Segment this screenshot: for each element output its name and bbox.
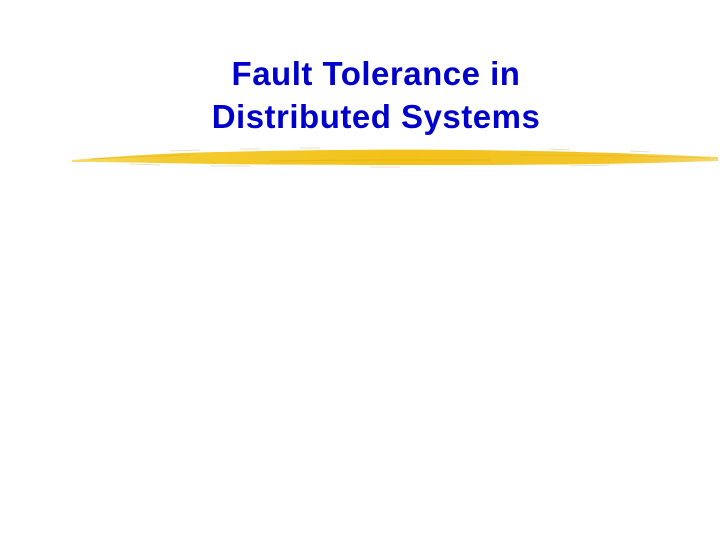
title-line-1: Fault Tolerance in (231, 55, 521, 92)
title-line-2: Distributed Systems (211, 98, 541, 135)
slide-title: Fault Tolerance in Distributed Systems (0, 52, 720, 138)
brush-stroke-divider (72, 147, 718, 168)
